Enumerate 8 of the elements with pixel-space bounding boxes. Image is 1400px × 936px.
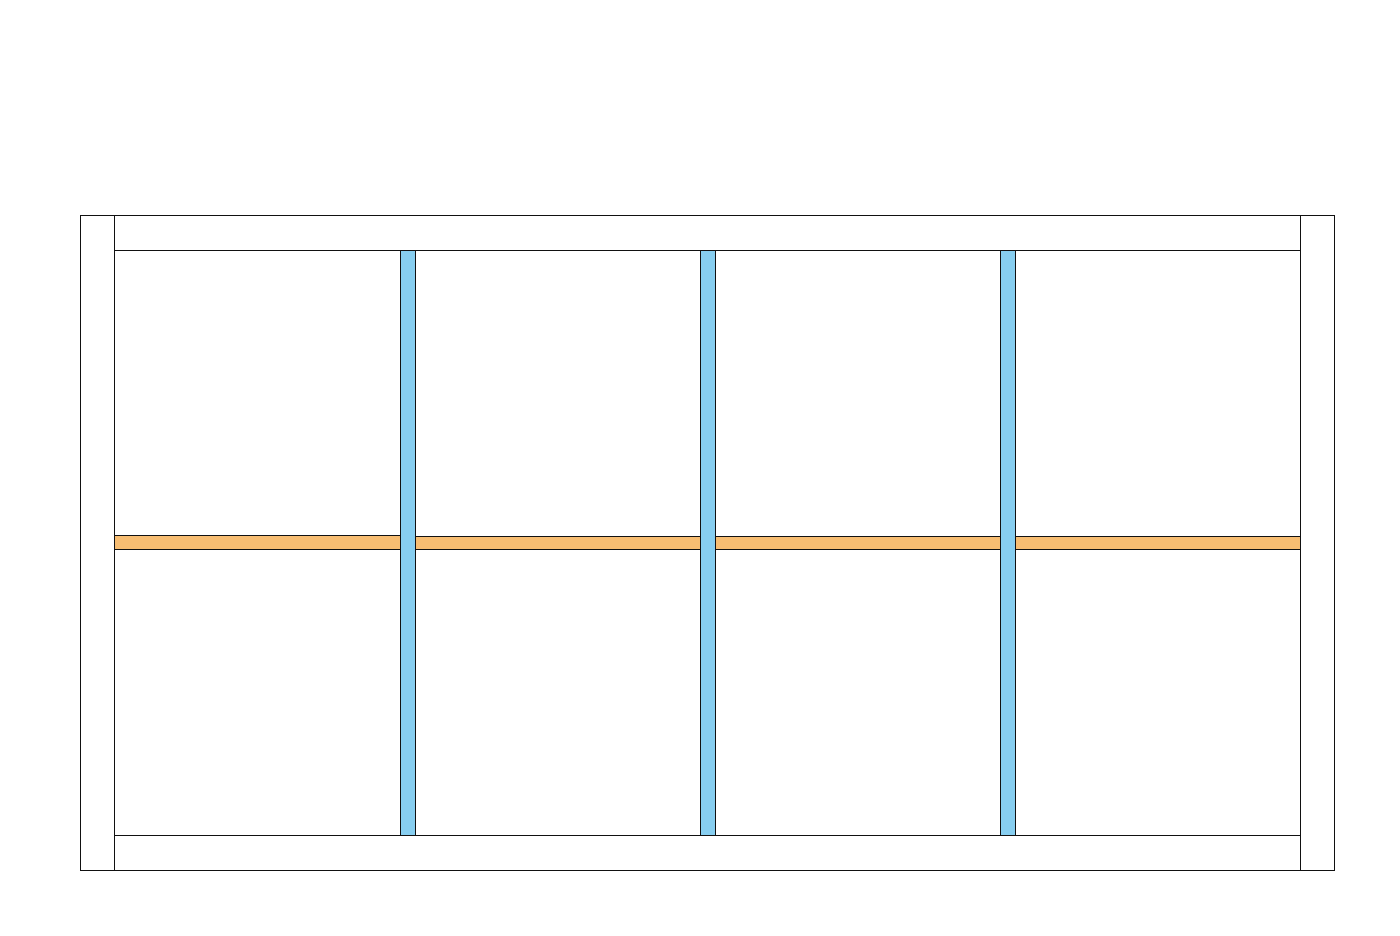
- top-rail: [114, 215, 1301, 251]
- shelf-board: [1015, 536, 1301, 550]
- shelf-board: [415, 536, 701, 550]
- side-post: [1300, 215, 1335, 871]
- side-post: [80, 215, 115, 871]
- shelf-board: [114, 535, 401, 550]
- shelf-board: [715, 536, 1001, 550]
- bottom-rail: [114, 835, 1301, 871]
